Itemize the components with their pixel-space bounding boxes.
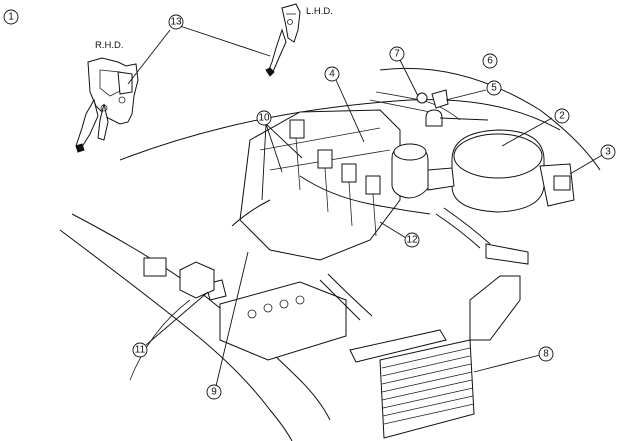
callout-5: 5 <box>486 80 502 96</box>
callout-4-number: 4 <box>329 69 335 80</box>
callout-2-number: 2 <box>559 111 565 122</box>
callout-7-number: 7 <box>394 49 400 60</box>
callout-6-number: 6 <box>487 56 493 67</box>
callout-10-number: 10 <box>258 113 270 124</box>
callout-8: 8 <box>538 346 554 362</box>
callout-3: 3 <box>600 144 616 160</box>
battery <box>219 281 347 361</box>
figure-callout-number: 1 <box>8 12 14 23</box>
callout-11: 11 <box>132 342 148 358</box>
throttle-body <box>391 143 455 199</box>
callout-10: 10 <box>256 110 272 126</box>
air-cleaner <box>451 129 575 213</box>
callout-9: 9 <box>206 384 222 400</box>
engine-block <box>239 109 401 261</box>
callout-6: 6 <box>482 53 498 69</box>
callout-12-number: 12 <box>406 235 418 246</box>
callout-5-number: 5 <box>491 83 497 94</box>
intercooler <box>349 243 529 439</box>
rhd-label: R.H.D. <box>95 40 124 51</box>
lhd-pedal-inset <box>265 3 301 77</box>
relay-box <box>143 257 227 301</box>
rhd-pedal-inset <box>75 57 139 153</box>
callout-8-number: 8 <box>543 349 549 360</box>
callout-9-number: 9 <box>211 387 217 398</box>
hoses <box>231 199 491 321</box>
callout-11-number: 11 <box>135 345 146 356</box>
callout-3-number: 3 <box>605 147 611 158</box>
callout-13: 13 <box>168 14 184 30</box>
lhd-label: L.H.D. <box>306 6 333 17</box>
callout-4: 4 <box>324 66 340 82</box>
callout-2: 2 <box>554 108 570 124</box>
callout-12: 12 <box>404 232 420 248</box>
leader-lines <box>127 25 605 387</box>
sensor-brackets <box>416 89 449 127</box>
callout-7: 7 <box>389 46 405 62</box>
callout-13-number: 13 <box>170 17 182 28</box>
figure-callout: 1 <box>3 9 19 25</box>
